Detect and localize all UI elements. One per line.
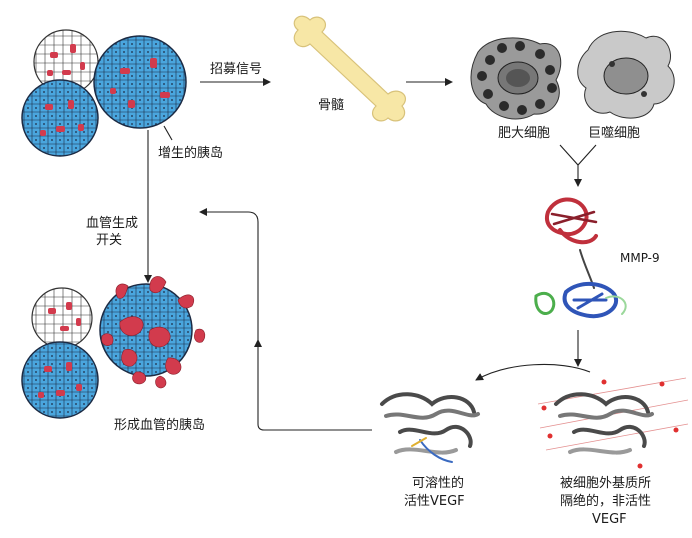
merge-arrow bbox=[559, 144, 597, 166]
mast-cell-icon bbox=[470, 37, 562, 120]
islet-small bbox=[21, 79, 99, 157]
mmp9-protein-icon bbox=[534, 197, 627, 319]
label-soluble-vegf-1: 可溶性的 bbox=[412, 476, 465, 491]
vascularized-islet-icon bbox=[21, 276, 206, 419]
label-sequestered-vegf-2: 隔绝的，非活性 bbox=[560, 494, 652, 509]
label-angiogenic-switch-2: 开关 bbox=[96, 233, 123, 248]
label-soluble-vegf-2: 活性VEGF bbox=[404, 494, 465, 509]
label-mast-cell: 肥大细胞 bbox=[498, 126, 551, 141]
macrophage-icon bbox=[577, 30, 675, 119]
label-angiogenic-switch-1: 血管生成 bbox=[86, 216, 139, 231]
label-bone-marrow: 骨髓 bbox=[318, 98, 345, 113]
proliferating-islet bbox=[93, 35, 187, 129]
label-sequestered-vegf-3: VEGF bbox=[592, 512, 627, 527]
label-vascularized-islet: 形成血管的胰岛 bbox=[114, 418, 206, 433]
label-proliferating-islet: 增生的胰岛 bbox=[158, 146, 224, 161]
bone-icon bbox=[293, 15, 407, 122]
islet-cluster-icon bbox=[21, 29, 187, 157]
sequestered-vegf-icon bbox=[537, 377, 689, 469]
label-recruit-signal: 招募信号 bbox=[210, 62, 263, 77]
vegf-protein-icon bbox=[380, 392, 480, 463]
arrow-vegf-return bbox=[254, 339, 372, 431]
label-sequestered-vegf-1: 被细胞外基质所 bbox=[560, 476, 652, 491]
arrow-release-vegf bbox=[475, 363, 591, 381]
label-macrophage: 巨噬细胞 bbox=[588, 126, 641, 141]
label-mmp9: MMP-9 bbox=[620, 251, 660, 265]
